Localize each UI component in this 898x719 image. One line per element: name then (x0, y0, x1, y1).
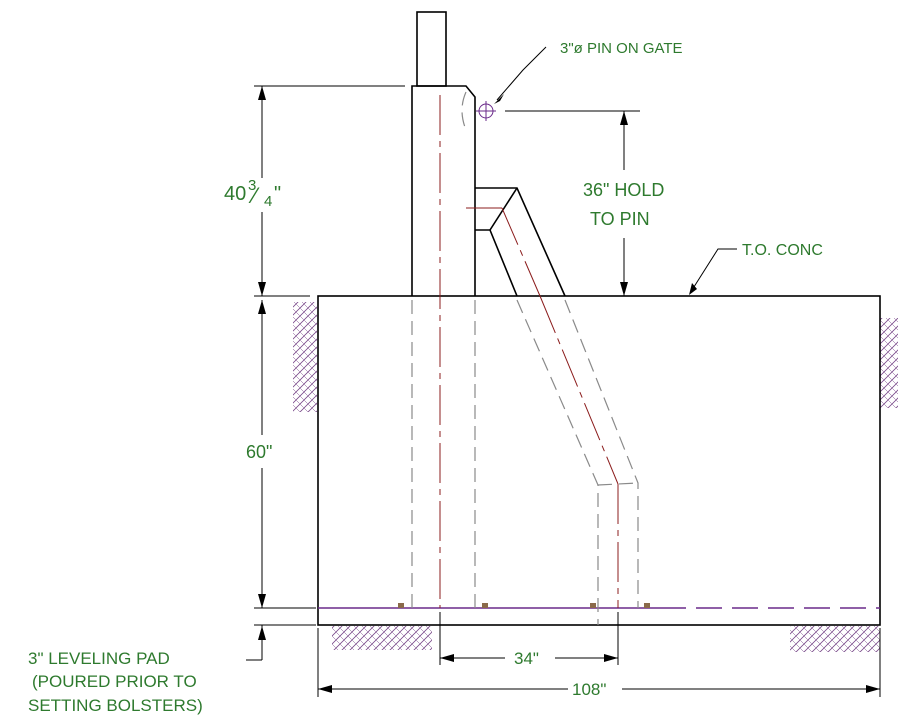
pin-note-label: 3"ø PIN ON GATE (560, 40, 683, 57)
base-bolts (398, 603, 650, 608)
embedded-brace-hidden (516, 295, 639, 625)
soil-right-upper (880, 318, 898, 408)
dim-hold-to-pin (505, 110, 640, 296)
soil-left-lower (332, 626, 432, 650)
concrete-bolster (317, 295, 881, 626)
dim-spacing (439, 612, 619, 665)
svg-text:3: 3 (248, 177, 256, 194)
soil-hatching (293, 302, 898, 652)
hold-line1-label: 36" HOLD (583, 180, 664, 200)
dim-leveling-pad (246, 624, 316, 661)
svg-text:40: 40 (224, 183, 246, 205)
dim-width (317, 628, 881, 697)
leveling-pad-line1: 3" LEVELING PAD (28, 649, 170, 668)
soil-left-upper (293, 302, 317, 412)
top-of-concrete-label: T.O. CONC (742, 242, 823, 259)
leaders (494, 46, 737, 295)
soil-right-lower (790, 626, 880, 652)
diagonal-brace (466, 187, 566, 297)
gate-post (411, 11, 476, 296)
width-label: 108" (572, 680, 606, 699)
dim-block-depth (254, 300, 316, 609)
leveling-pad-line2: (POURED PRIOR TO (32, 672, 197, 691)
svg-text:4: 4 (264, 193, 272, 210)
spacing-label: 34" (514, 649, 539, 668)
svg-text:": " (274, 183, 281, 205)
leveling-pad-line3: SETTING BOLSTERS) (28, 696, 203, 715)
block-depth-label: 60" (246, 442, 272, 462)
post-height-label: 40 3 ⁄ 4 " (224, 177, 281, 210)
embedded-post-hidden (411, 300, 476, 608)
hold-line2-label: TO PIN (590, 209, 650, 229)
pin-symbol (476, 101, 496, 121)
dim-post-height (254, 85, 405, 297)
